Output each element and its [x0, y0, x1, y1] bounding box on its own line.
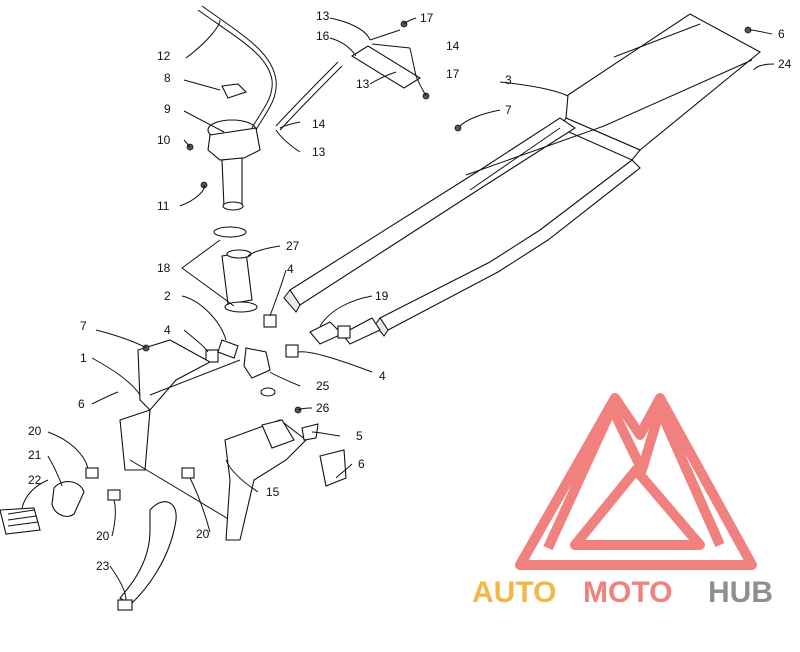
logo-triangle-outer	[515, 393, 757, 570]
callout-17-bottom: 17	[446, 67, 460, 81]
bleed-hose	[275, 20, 430, 131]
heat-exchanger-long	[283, 13, 761, 337]
callout-20-left: 20	[28, 424, 42, 438]
callout-19: 19	[375, 289, 389, 303]
callout-22: 22	[28, 473, 42, 487]
callout-3: 3	[505, 73, 512, 87]
callout-9: 9	[164, 102, 171, 116]
callout-11: 11	[157, 199, 170, 213]
callout-4-left: 4	[164, 323, 171, 337]
callout-20-right: 20	[196, 527, 210, 541]
callout-labels: 12 8 9 10 11 18 27 2 4 4 19 4 25 7 1 6 2…	[28, 9, 792, 573]
frame-brackets	[119, 339, 307, 541]
callout-6-left: 6	[78, 397, 85, 411]
callout-13-middle: 13	[356, 77, 370, 91]
callout-7-left: 7	[80, 319, 87, 333]
callout-16: 16	[316, 29, 330, 43]
callout-14-top: 14	[446, 39, 460, 53]
logo-text-hub: HUB	[708, 576, 773, 609]
callout-18: 18	[157, 261, 171, 275]
logo-text-auto: AUTO	[472, 576, 556, 609]
callout-17-top: 17	[420, 11, 434, 25]
callout-6-top: 6	[778, 27, 785, 41]
callout-25: 25	[316, 379, 330, 393]
callout-23: 23	[96, 559, 110, 573]
callout-1: 1	[80, 351, 87, 365]
callout-8: 8	[164, 71, 171, 85]
callout-26: 26	[316, 401, 330, 415]
callout-2: 2	[164, 289, 171, 303]
callout-14-middle: 14	[312, 117, 326, 131]
lower-hoses	[0, 467, 195, 611]
callout-15: 15	[266, 485, 280, 499]
callout-4-top: 4	[287, 262, 294, 276]
tunnel-rails	[465, 125, 605, 191]
logo-triangle-inner	[570, 465, 705, 550]
logo-text-moto: MOTO	[583, 576, 672, 609]
callout-20-bottom: 20	[96, 529, 110, 543]
hoses-and-clamps	[205, 226, 381, 397]
callout-6-bottom: 6	[358, 457, 365, 471]
overflow-hose	[197, 5, 277, 131]
callout-10: 10	[157, 133, 171, 147]
callout-21: 21	[28, 448, 42, 462]
callout-13-top: 13	[316, 9, 330, 23]
small-hardware	[142, 26, 752, 487]
callout-12: 12	[157, 49, 171, 63]
callout-7-right: 7	[505, 103, 512, 117]
callout-4-right: 4	[379, 369, 386, 383]
logo-m-shape	[543, 403, 725, 551]
callout-13-bottom: 13	[312, 145, 326, 159]
watermark-logo: AUTO MOTO HUB	[472, 393, 773, 609]
filler-neck-assembly	[186, 83, 261, 211]
callout-leaders	[21, 17, 775, 601]
callout-5: 5	[356, 429, 363, 443]
callout-24: 24	[778, 57, 792, 71]
callout-27: 27	[286, 239, 300, 253]
